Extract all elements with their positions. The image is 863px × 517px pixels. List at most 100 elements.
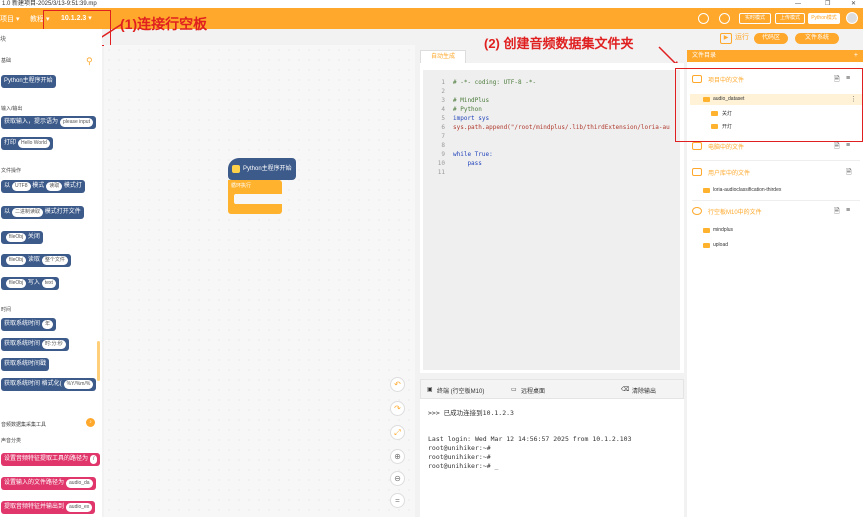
block-python-start[interactable]: Python主程序开始 [1,75,56,88]
section-project-files[interactable]: 项目中的文件 [708,78,745,84]
run-button[interactable]: 运行 [735,34,749,41]
block-audio-path[interactable]: 设置音频特征提取工具的路径为/ [1,453,101,466]
maximize-button[interactable]: ❐ [825,1,831,7]
block-input-value[interactable]: audio_ex [66,503,93,512]
block-input-value[interactable]: text [41,279,56,288]
close-button[interactable]: ✕ [851,1,857,7]
line-number: 11 [437,169,445,176]
undo-icon[interactable]: ↶ [390,377,405,392]
annotation-step-2: (2) 创建音频数据集文件夹 [484,36,634,51]
block-file-read[interactable]: fileObj 读取整个文件 [1,254,71,267]
zoom-in-icon[interactable]: ⊕ [390,449,405,464]
search-input[interactable]: 块 [0,37,7,43]
block-timestamp[interactable]: 获取系统时间戳 [1,358,50,371]
annotation-step-1: (1)连接行空板 [120,16,208,32]
block-label: 提取音频特征并输出到 [4,504,65,510]
zoom-out-icon[interactable]: ⊖ [390,471,405,486]
clear-output-button[interactable]: 清除输出 [632,389,657,395]
code-line: # MindPlus [453,97,490,104]
new-file-icon[interactable]: 🗎 [834,208,840,215]
block-input-value[interactable]: 时:分:秒 [42,340,66,349]
folder-light-on[interactable]: 开灯 [722,124,733,130]
minimize-button[interactable]: — [795,1,801,7]
canvas-block-python-start[interactable]: Python主程序开始 [228,158,296,180]
code-line: # -*- coding: UTF-8 -*- [453,79,537,86]
block-canvas[interactable] [104,45,415,517]
avatar[interactable] [846,12,858,24]
palette-scrollbar[interactable] [97,341,100,381]
section-computer-files[interactable]: 电脑中的文件 [708,145,745,151]
folder-light-off[interactable]: 关灯 [722,111,733,117]
block-label: 写入 [27,280,40,286]
folder-mindplus[interactable]: mindplus [713,227,734,233]
block-input-value[interactable]: UTF8 [12,182,31,191]
block-input-value[interactable]: 整个文件 [41,256,68,265]
menu-icon[interactable]: ≡ [846,207,851,214]
folder-upload[interactable]: upload [713,242,729,248]
block-input-value[interactable]: 二进制读取 [12,208,44,217]
block-time-hms[interactable]: 获取系统时间时:分:秒 [1,338,69,351]
code-line: import sys [453,115,490,122]
file-system-button[interactable]: 文件系统 [795,33,839,44]
folder-icon [703,228,710,233]
block-input-value[interactable]: fileObj [6,279,27,288]
face-icon[interactable] [698,13,709,24]
realtime-mode-button[interactable]: 实时模式 [739,13,771,24]
block-input-value[interactable]: fileObj [6,233,27,242]
folder-audio-dataset[interactable]: audio_dataset [713,96,745,102]
block-input-value[interactable]: 年 [42,320,54,329]
new-file-icon[interactable]: 🗎 [834,143,840,150]
block-file-close[interactable]: fileObj 关闭 [1,231,43,244]
section-board-files[interactable]: 行空板M10中的文件 [708,210,762,216]
new-file-icon[interactable]: 🗎 [846,169,852,176]
loop-slot [234,194,282,204]
play-icon[interactable]: ▶ [720,33,732,44]
settings-icon[interactable] [719,13,730,24]
new-file-icon[interactable]: 🗎 [834,76,840,83]
block-input-value[interactable]: fileObj [6,256,27,265]
block-input-value[interactable]: %Y/%m/% [63,380,94,389]
redo-icon[interactable]: ↷ [390,401,405,416]
block-open-binary[interactable]: 以二进制读取 模式打开文件 [1,206,84,219]
block-input-value[interactable]: / [90,455,98,464]
panel-title: 文件目录 [692,53,717,59]
pin-icon[interactable]: ⚲ [86,56,93,66]
python-mode-button[interactable]: Python模式 [808,13,840,24]
remote-desktop-icon: ▭ [511,387,517,393]
more-icon[interactable]: ⋮ [850,96,857,103]
terminal-output[interactable]: >>> 已成功连接到10.1.2.3 Last login: Wed Mar 1… [420,399,684,517]
block-input-value[interactable]: audio_da [66,479,93,488]
block-input-value[interactable]: 读取 [46,182,63,191]
menu-project[interactable]: 项目 ▾ [0,16,20,23]
menu-tutorial[interactable]: 教程 ▾ [30,16,50,23]
code-editor[interactable]: 1# -*- coding: UTF-8 -*- 2 3# MindPlus 4… [423,70,680,370]
tab-auto-generate[interactable]: 自动生成 [420,50,466,63]
canvas-block-loop[interactable]: 循环执行 [228,180,282,214]
fit-icon[interactable]: ⤢ [390,425,405,440]
file-row-selected[interactable] [690,94,862,105]
menu-icon[interactable]: ≡ [846,75,851,82]
section-user-lib-files[interactable]: 用户库中的文件 [708,171,751,177]
folder-loria-audio[interactable]: loria-audioclassification-thirdex [713,187,782,193]
reset-zoom-icon[interactable]: = [390,493,405,508]
menu-icon[interactable]: ≡ [846,142,851,149]
tab-terminal[interactable]: 终端 (行空板M10) [437,389,485,395]
title-bar: 1.0 新建项目-2025/3/13-9:51:39.mp — ❐ ✕ [0,0,863,8]
board-connection-selector[interactable]: 10.1.2.3 ▾ [61,15,92,22]
add-icon[interactable]: + [853,52,858,59]
block-label: 循环执行 [231,183,252,189]
tab-remote-desktop[interactable]: 远程桌面 [521,389,546,395]
upload-mode-button[interactable]: 上传模式 [775,13,805,24]
code-area-button[interactable]: 代码区 [754,33,788,44]
block-time-year[interactable]: 获取系统时间年 [1,318,57,331]
block-input-value[interactable]: please input [60,118,93,127]
block-time-format[interactable]: 获取系统时间 格式化(%Y/%m/% [1,378,97,391]
category-audio-tool: 音频数据集采集工具 [1,422,47,428]
block-input-value[interactable]: Hello World [18,139,50,148]
